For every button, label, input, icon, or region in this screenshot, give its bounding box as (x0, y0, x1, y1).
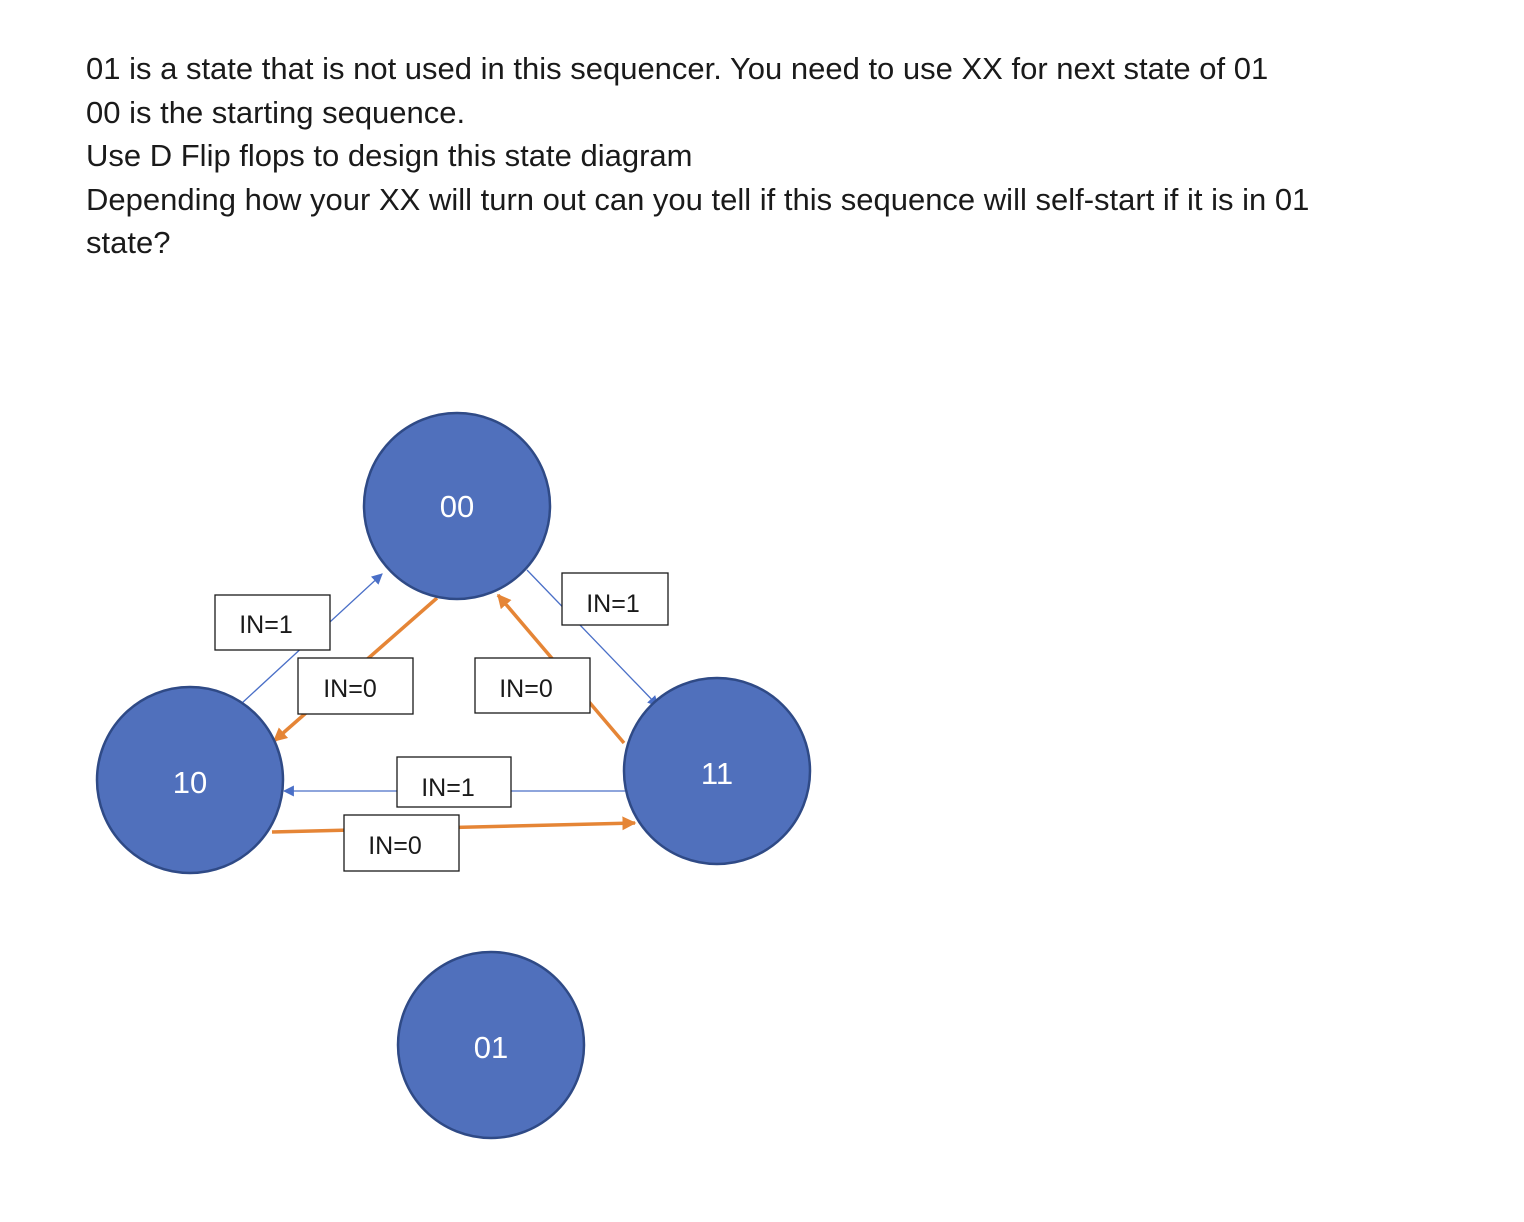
question-line-5: state? (86, 225, 171, 260)
state-10-label: 10 (173, 765, 207, 800)
question-line-3: Use D Flip flops to design this state di… (86, 138, 693, 173)
edge-label-00-to-11: IN=1 (561, 572, 669, 626)
edge-label-10-to-00: IN=1 (214, 594, 331, 651)
state-00: 00 (362, 411, 552, 601)
edge-label-10-to-11-text: IN=0 (368, 832, 422, 860)
question-line-2: 00 is the starting sequence. (86, 94, 466, 130)
edge-label-00-to-10-box (297, 657, 414, 715)
state-11-circle (622, 676, 812, 866)
edge-label-10-to-11-box (343, 814, 460, 872)
state-01-label: 01 (474, 1030, 508, 1065)
edge-label-11-to-10: IN=1 (396, 756, 512, 808)
question-line-4: Depending how your XX will turn out can … (86, 181, 1310, 217)
edge-label-00-to-10-text: IN=0 (323, 675, 377, 703)
edge-label-11-to-10-text: IN=1 (421, 774, 475, 802)
state-01: 01 (396, 950, 586, 1140)
edge-label-00-to-11-text: IN=1 (586, 590, 640, 618)
state-00-circle (362, 411, 552, 601)
edge-label-10-to-00-text: IN=1 (239, 611, 293, 639)
edge-label-00-to-10: IN=0 (297, 657, 414, 715)
edge-label-11-to-00: IN=0 (474, 657, 591, 714)
edge-label-10-to-00-box (214, 594, 331, 651)
question-line-1: 01 is a state that is not used in this s… (86, 51, 1269, 86)
edge-label-11-to-00-box (474, 657, 591, 714)
state-10: 10 (95, 685, 285, 875)
transition-00-to-11 (526, 569, 659, 707)
state-11: 11 (622, 676, 812, 866)
edge-label-11-to-00-text: IN=0 (499, 675, 553, 703)
state-01-circle (396, 950, 586, 1140)
state-00-label: 00 (440, 489, 474, 524)
edge-label-00-to-11-box (561, 572, 669, 626)
edge-label-10-to-11: IN=0 (343, 814, 460, 872)
edge-label-11-to-10-box (396, 756, 512, 808)
state-10-circle (95, 685, 285, 875)
state-11-label: 11 (701, 756, 733, 791)
question-text: 01 is a state that is not used in this s… (86, 47, 1466, 265)
